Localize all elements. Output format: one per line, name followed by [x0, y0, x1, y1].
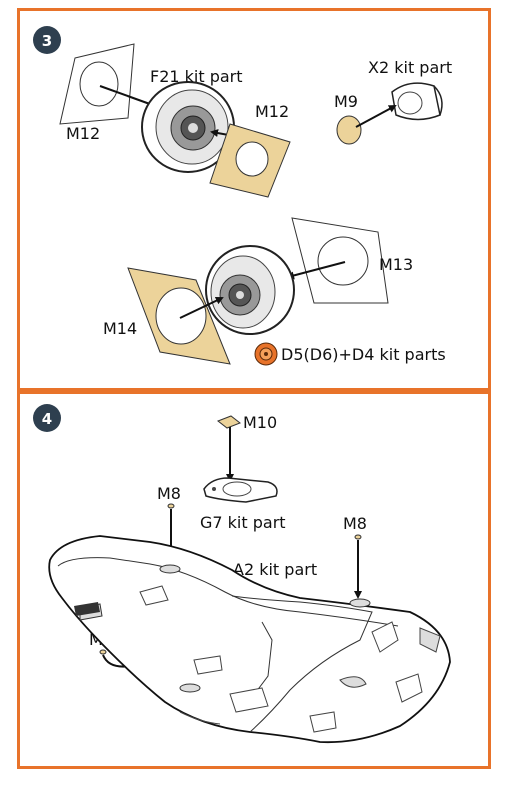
mask-m12-white: [59, 43, 135, 125]
mask-m13-white: [291, 217, 389, 304]
step-4-badge: 4: [33, 404, 61, 432]
part-a2-fuselage: [48, 535, 451, 744]
decal-d5-icon: [254, 342, 278, 366]
label-x2: X2 kit part: [368, 58, 452, 77]
mask-m12-tan: [209, 123, 291, 198]
mask-m8-top: [167, 503, 175, 509]
part-x2: [391, 82, 443, 121]
label-m12-left: M12: [66, 124, 100, 143]
label-f21: F21 kit part: [150, 67, 243, 86]
label-m13: M13: [379, 255, 413, 274]
label-m9: M9: [334, 92, 358, 111]
label-m14: M14: [103, 319, 137, 338]
label-m8-top: M8: [157, 484, 181, 503]
mask-m8-left: [99, 649, 107, 655]
arrow-m13-to-wheel: [286, 261, 346, 280]
mask-m9: [336, 115, 362, 145]
wheel-lower: [205, 245, 295, 335]
arrow-m9-to-x2: [355, 105, 397, 128]
label-a2: A2 kit part: [233, 560, 317, 579]
step-3-number: 3: [42, 32, 52, 50]
label-d5: D5(D6)+D4 kit parts: [281, 345, 446, 364]
mask-m10: [216, 415, 242, 429]
step-4-number: 4: [42, 410, 52, 428]
mask-m8-right: [354, 534, 362, 540]
part-g7: [203, 477, 278, 503]
label-m8-right: M8: [343, 514, 367, 533]
wheel-f21: [141, 81, 235, 173]
label-m12-right: M12: [255, 102, 289, 121]
mask-m14-tan: [127, 267, 231, 365]
step-3-badge: 3: [33, 26, 61, 54]
arrow-m14-to-wheel: [179, 296, 224, 319]
label-g7: G7 kit part: [200, 513, 286, 532]
label-m10: M10: [243, 413, 277, 432]
